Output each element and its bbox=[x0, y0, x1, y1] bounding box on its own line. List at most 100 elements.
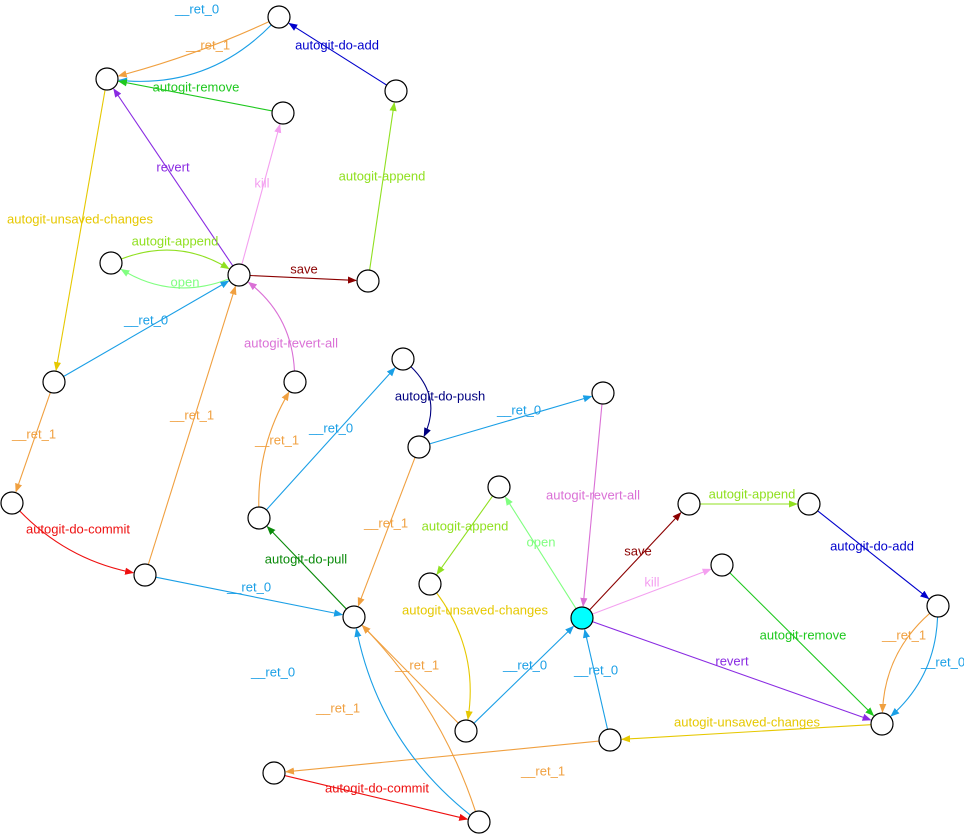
edge-label: __ret_1 bbox=[185, 37, 230, 52]
edge-label: save bbox=[290, 261, 317, 276]
edge-label: open bbox=[527, 534, 556, 549]
edge-n12-n13-18 bbox=[265, 367, 396, 511]
edge-label: __ret_0 bbox=[123, 312, 168, 327]
edge-label: revert bbox=[156, 159, 190, 174]
edge-label: autogit-remove bbox=[153, 79, 240, 94]
state-node[interactable] bbox=[870, 712, 894, 736]
state-node[interactable] bbox=[283, 370, 307, 394]
edge-label: kill bbox=[644, 574, 659, 589]
edge-n27-n28-40 bbox=[284, 775, 469, 821]
edge-n23-n25-32 bbox=[879, 612, 931, 713]
edge-label: __ret_0 bbox=[308, 420, 353, 435]
current-state-node[interactable] bbox=[570, 606, 594, 630]
edge-label: __ret_0 bbox=[920, 654, 964, 669]
edge-n14-n15-21 bbox=[357, 457, 416, 607]
edge-label: autogit-revert-all bbox=[244, 335, 338, 350]
edge-label: __ret_1 bbox=[254, 432, 299, 447]
edge-n01-n03-1 bbox=[117, 21, 270, 78]
state-node[interactable] bbox=[0, 491, 24, 515]
state-node[interactable] bbox=[95, 67, 119, 91]
edge-label: kill bbox=[254, 175, 269, 190]
edge-n06-n07-9 bbox=[120, 268, 229, 289]
edge-label: __ret_0 bbox=[496, 402, 541, 417]
edge-n01-n03-0 bbox=[118, 24, 272, 85]
edge-label: __ret_1 bbox=[169, 407, 214, 422]
state-node[interactable] bbox=[487, 475, 511, 499]
edge-n03-n08-10 bbox=[53, 89, 106, 372]
state-node[interactable] bbox=[356, 269, 380, 293]
state-node[interactable] bbox=[267, 5, 291, 29]
state-node[interactable] bbox=[926, 594, 950, 618]
state-node[interactable] bbox=[384, 79, 408, 103]
state-node[interactable] bbox=[797, 492, 821, 516]
edge-label: open bbox=[171, 274, 200, 289]
edge-label: autogit-unsaved-changes bbox=[7, 211, 153, 226]
edge-label: __ret_1 bbox=[315, 700, 360, 715]
edge-n05-n02-6 bbox=[369, 101, 397, 271]
state-node[interactable] bbox=[710, 553, 734, 577]
state-node[interactable] bbox=[271, 101, 295, 125]
edge-label: __ret_1 bbox=[881, 627, 926, 642]
state-node[interactable] bbox=[227, 263, 251, 287]
state-node[interactable] bbox=[407, 435, 431, 459]
edge-label: autogit-do-pull bbox=[265, 551, 347, 566]
edge-label: autogit-append bbox=[422, 518, 509, 533]
edge-n18-n19-24 bbox=[436, 592, 473, 721]
state-node[interactable] bbox=[133, 563, 157, 587]
state-node[interactable] bbox=[99, 251, 123, 275]
edge-n26-n27-39 bbox=[285, 740, 600, 775]
edge-label: __ret_0 bbox=[502, 657, 547, 672]
edge-n02-n01-2 bbox=[288, 22, 387, 86]
edge-label: autogit-unsaved-changes bbox=[402, 602, 548, 617]
edge-label-layer: __ret_0 __ret_1 autogit-do-add autogit-remo… bbox=[7, 1, 964, 795]
edge-label: save bbox=[624, 543, 651, 558]
edge-n22-n25-34 bbox=[592, 621, 872, 721]
edge-n24-n25-31 bbox=[729, 572, 875, 717]
state-node[interactable] bbox=[342, 605, 366, 629]
state-node[interactable] bbox=[391, 347, 415, 371]
edge-n11-n06-15 bbox=[147, 285, 237, 565]
state-node[interactable] bbox=[418, 572, 442, 596]
edge-n08-n06-11 bbox=[63, 280, 230, 377]
state-node[interactable] bbox=[247, 506, 271, 530]
edge-n17-n18-23 bbox=[436, 495, 494, 575]
edge-label: __ret_0 bbox=[174, 1, 219, 16]
state-node[interactable] bbox=[262, 761, 286, 785]
edge-n16-n22-26 bbox=[580, 403, 603, 607]
edge-n26-n22-36 bbox=[582, 628, 609, 730]
state-node[interactable] bbox=[591, 381, 615, 405]
edge-n28-n15-41 bbox=[354, 627, 471, 816]
edge-label: autogit-unsaved-changes bbox=[674, 714, 820, 729]
edge-label: __ret_1 bbox=[394, 657, 439, 672]
edge-label: __ret_1 bbox=[363, 515, 408, 530]
edge-n13-n14-19 bbox=[410, 366, 432, 437]
state-node[interactable] bbox=[677, 492, 701, 516]
edge-label: autogit-append bbox=[709, 486, 796, 501]
edge-n23-n25-33 bbox=[890, 616, 939, 717]
edge-label: __ret_1 bbox=[520, 763, 565, 778]
state-node[interactable] bbox=[454, 719, 478, 743]
edge-label: autogit-remove bbox=[760, 627, 847, 642]
edge-n22-n20-27 bbox=[589, 512, 682, 611]
edge-n25-n26-35 bbox=[621, 724, 872, 743]
edge-layer bbox=[15, 21, 939, 821]
edge-n06-n05-7 bbox=[249, 274, 357, 284]
edge-n19-n22-37 bbox=[473, 625, 575, 724]
edge-label: autogit-do-commit bbox=[26, 521, 130, 536]
state-node[interactable] bbox=[42, 370, 66, 394]
edge-label: __ret_0 bbox=[250, 664, 295, 679]
edge-n15-n12-22 bbox=[266, 526, 347, 610]
edge-label: autogit-do-add bbox=[295, 37, 379, 52]
edge-n21-n23-29 bbox=[817, 510, 930, 600]
edge-n22-n17-25 bbox=[504, 496, 577, 610]
edge-label: autogit-append bbox=[132, 233, 219, 248]
state-node[interactable] bbox=[467, 810, 491, 834]
edge-n08-n10-13 bbox=[15, 392, 51, 493]
edge-label: autogit-do-commit bbox=[325, 780, 429, 795]
edge-n10-n11-14 bbox=[19, 510, 135, 575]
edge-n14-n16-20 bbox=[429, 395, 593, 445]
edge-n09-n06-12 bbox=[247, 281, 296, 372]
state-node[interactable] bbox=[598, 728, 622, 752]
edge-n07-n06-8 bbox=[121, 249, 230, 270]
